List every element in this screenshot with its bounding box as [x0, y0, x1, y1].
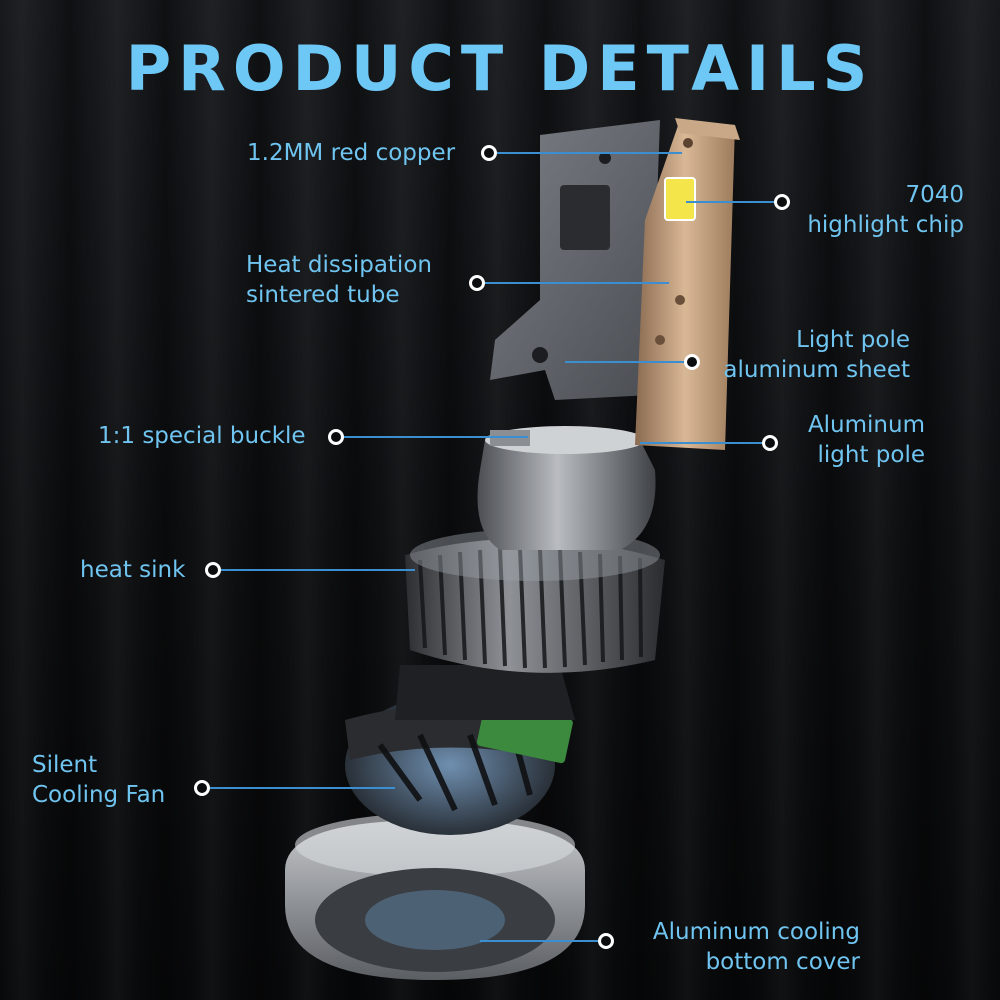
- leader-line-fan: [210, 787, 395, 789]
- label-special-buckle-text: 1:1 special buckle: [98, 423, 306, 449]
- label-cooling-fan-line2: Cooling Fan: [32, 782, 166, 808]
- label-red-copper-text: 1.2MM red copper: [247, 140, 456, 166]
- leader-line-heatsink: [220, 569, 415, 571]
- marker-dot-pole: [762, 435, 778, 451]
- label-highlight-chip-line2: highlight chip: [807, 212, 964, 238]
- marker-dot-fan: [194, 780, 210, 796]
- label-cooling-fan-line1: Silent: [32, 752, 98, 778]
- leader-line-pole: [640, 442, 768, 444]
- label-aluminum-light-pole: Aluminum light pole: [808, 410, 925, 470]
- label-highlight-chip: 7040 highlight chip: [807, 180, 964, 240]
- label-bottom-cover-line1: Aluminum cooling: [652, 919, 860, 945]
- leader-line-tube: [484, 282, 669, 284]
- label-cooling-fan: Silent Cooling Fan: [32, 750, 165, 810]
- marker-dot-sheet: [684, 354, 700, 370]
- marker-dot-tube: [469, 275, 485, 291]
- label-aluminum-light-pole-line2: light pole: [817, 442, 926, 468]
- label-sintered-tube-line2: sintered tube: [246, 282, 400, 308]
- label-special-buckle: 1:1 special buckle: [98, 421, 306, 451]
- label-bottom-cover: Aluminum cooling bottom cover: [653, 917, 860, 977]
- label-aluminum-sheet-line1: Light pole: [796, 327, 910, 353]
- label-heat-sink: heat sink: [80, 555, 185, 585]
- label-red-copper: 1.2MM red copper: [247, 138, 455, 168]
- leader-line-copper: [497, 152, 682, 154]
- marker-dot-cover: [598, 933, 614, 949]
- leader-line-sheet: [565, 361, 690, 363]
- marker-dot-copper: [481, 145, 497, 161]
- label-aluminum-light-pole-line1: Aluminum: [807, 412, 925, 438]
- label-highlight-chip-line1: 7040: [905, 182, 964, 208]
- label-sintered-tube: Heat dissipation sintered tube: [246, 250, 432, 310]
- leader-line-buckle: [343, 436, 528, 438]
- leader-line-cover: [480, 940, 605, 942]
- label-bottom-cover-line2: bottom cover: [705, 949, 860, 975]
- label-aluminum-sheet-line2: aluminum sheet: [723, 357, 910, 383]
- leader-line-chip: [686, 201, 776, 203]
- label-aluminum-sheet: Light pole aluminum sheet: [723, 325, 910, 385]
- page-title: PRODUCT DETAILS: [125, 32, 875, 105]
- label-heat-sink-text: heat sink: [80, 557, 186, 583]
- marker-dot-chip: [774, 194, 790, 210]
- label-sintered-tube-line1: Heat dissipation: [246, 252, 432, 278]
- marker-dot-buckle: [328, 429, 344, 445]
- marker-dot-heatsink: [205, 562, 221, 578]
